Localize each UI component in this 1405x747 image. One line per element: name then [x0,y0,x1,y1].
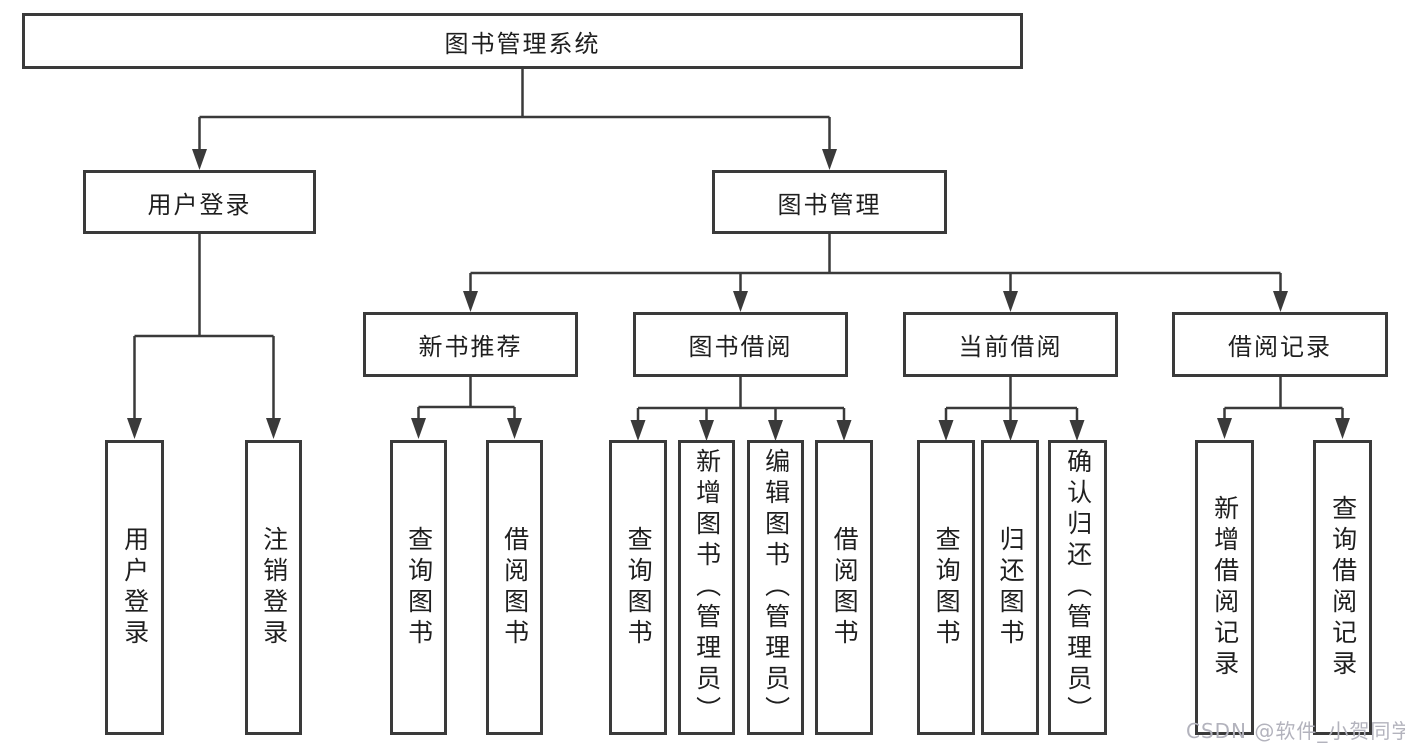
arrowheads [127,149,1350,441]
leaf-add-borrow-record: 新增借阅记录 [1195,440,1254,735]
leaf-confirm-return-admin-label: 确认归还（管理员） [1063,448,1093,727]
leaf-return-book: 归还图书 [981,440,1039,735]
watermark: CSDN @软件_小贺同学 [1186,719,1405,743]
leaf-query-borrow-record-label: 查询借阅记录 [1328,494,1358,681]
leaf-logout-label: 注销登录 [259,525,289,650]
node-new-book-recommend-label: 新书推荐 [418,333,523,361]
leaf-user-login: 用户登录 [105,440,164,735]
node-root-label: 图书管理系统 [444,29,601,58]
leaf-query-books-borrow: 查询图书 [609,440,667,735]
node-book-management-label: 图书管理 [777,190,882,219]
leaf-borrow-books-recommend: 借阅图书 [486,440,543,735]
leaf-query-books-recommend-label: 查询图书 [404,525,434,650]
leaf-add-book-admin: 新增图书（管理员） [678,440,735,735]
leaf-borrow-books-recommend-label: 借阅图书 [500,525,530,650]
node-user-login: 用户登录 [83,170,316,234]
leaf-user-login-label: 用户登录 [120,525,150,650]
leaf-query-books-recommend: 查询图书 [390,440,447,735]
node-book-borrow: 图书借阅 [633,312,848,377]
leaf-borrow-books: 借阅图书 [815,440,873,735]
node-user-login-label: 用户登录 [147,190,252,219]
leaf-add-borrow-record-label: 新增借阅记录 [1210,494,1240,681]
leaf-edit-book-admin: 编辑图书（管理员） [747,440,804,735]
node-root-library-system: 图书管理系统 [22,13,1023,69]
node-new-book-recommend: 新书推荐 [363,312,578,377]
leaf-borrow-books-label: 借阅图书 [830,525,860,650]
leaf-edit-book-admin-label: 编辑图书（管理员） [761,448,791,727]
leaf-query-borrow-record: 查询借阅记录 [1313,440,1372,735]
node-book-management: 图书管理 [712,170,947,234]
node-current-borrow-label: 当前借阅 [958,333,1063,361]
node-current-borrow: 当前借阅 [903,312,1118,377]
leaf-add-book-admin-label: 新增图书（管理员） [692,448,722,727]
node-book-borrow-label: 图书借阅 [688,333,793,361]
node-borrow-records: 借阅记录 [1172,312,1388,377]
leaf-query-books-borrow-label: 查询图书 [624,525,654,650]
leaf-return-book-label: 归还图书 [996,525,1026,650]
leaf-query-books-current-label: 查询图书 [932,525,962,650]
node-borrow-records-label: 借阅记录 [1228,333,1332,361]
leaf-query-books-current: 查询图书 [917,440,975,735]
leaf-confirm-return-admin: 确认归还（管理员） [1048,440,1107,735]
leaf-logout: 注销登录 [245,440,302,735]
